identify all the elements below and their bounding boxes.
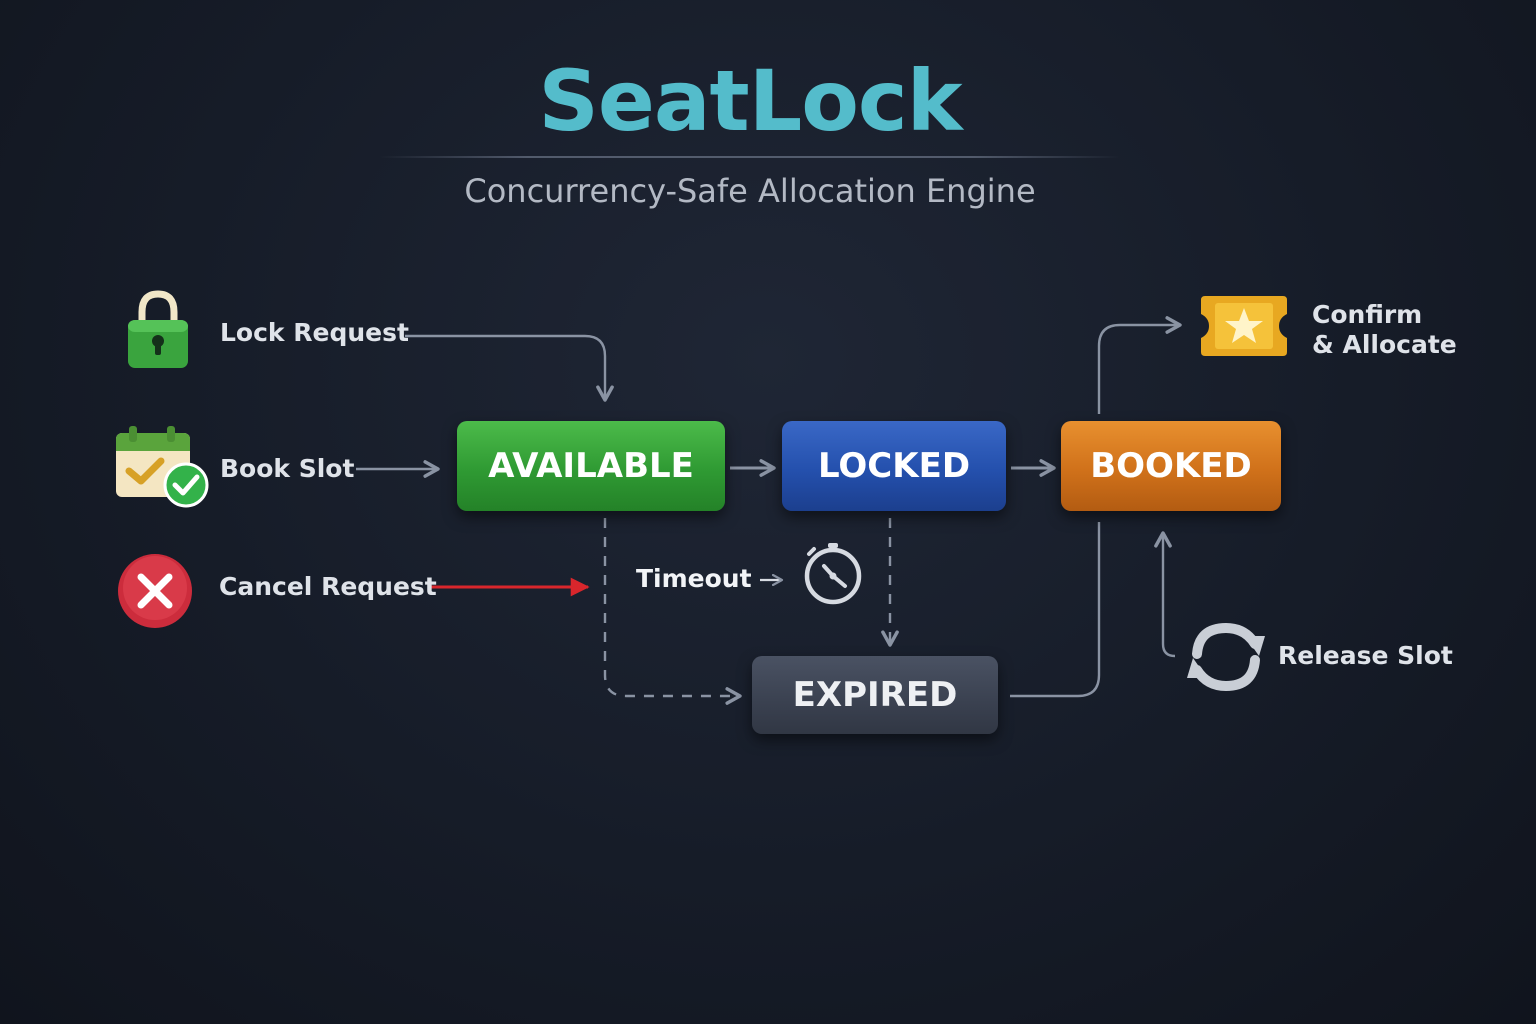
refresh-cycle-icon [1187,622,1265,692]
cancel-request-label: Cancel Request [219,572,437,601]
lock-icon [128,290,188,368]
stopwatch-icon [804,543,862,605]
ticket-star-icon [1201,296,1287,356]
lock-request-connector [405,334,614,402]
calendar-check-icon [116,426,209,508]
release-to-booked-connector [1154,531,1176,658]
confirm-allocate-label-line1: Confirm [1312,300,1423,329]
booked-to-confirm-connector [1097,316,1182,414]
title-divider [380,156,1120,158]
available-to-expired-dashed [603,518,742,705]
lock-request-label: Lock Request [220,318,409,347]
release-slot-label: Release Slot [1278,641,1453,670]
timeout-label: Timeout [636,564,752,593]
diagram-subtitle: Concurrency-Safe Allocation Engine [464,172,1036,210]
confirm-allocate-label-line2: & Allocate [1312,330,1457,359]
expired-to-booked-connector [1010,522,1101,698]
state-locked: LOCKED [782,421,1006,511]
book-slot-label: Book Slot [220,454,355,483]
state-expired: EXPIRED [752,656,998,734]
state-available: AVAILABLE [457,421,725,511]
state-booked: BOOKED [1061,421,1281,511]
cancel-x-icon [118,554,192,628]
diagram-title: SeatLock [538,52,962,150]
